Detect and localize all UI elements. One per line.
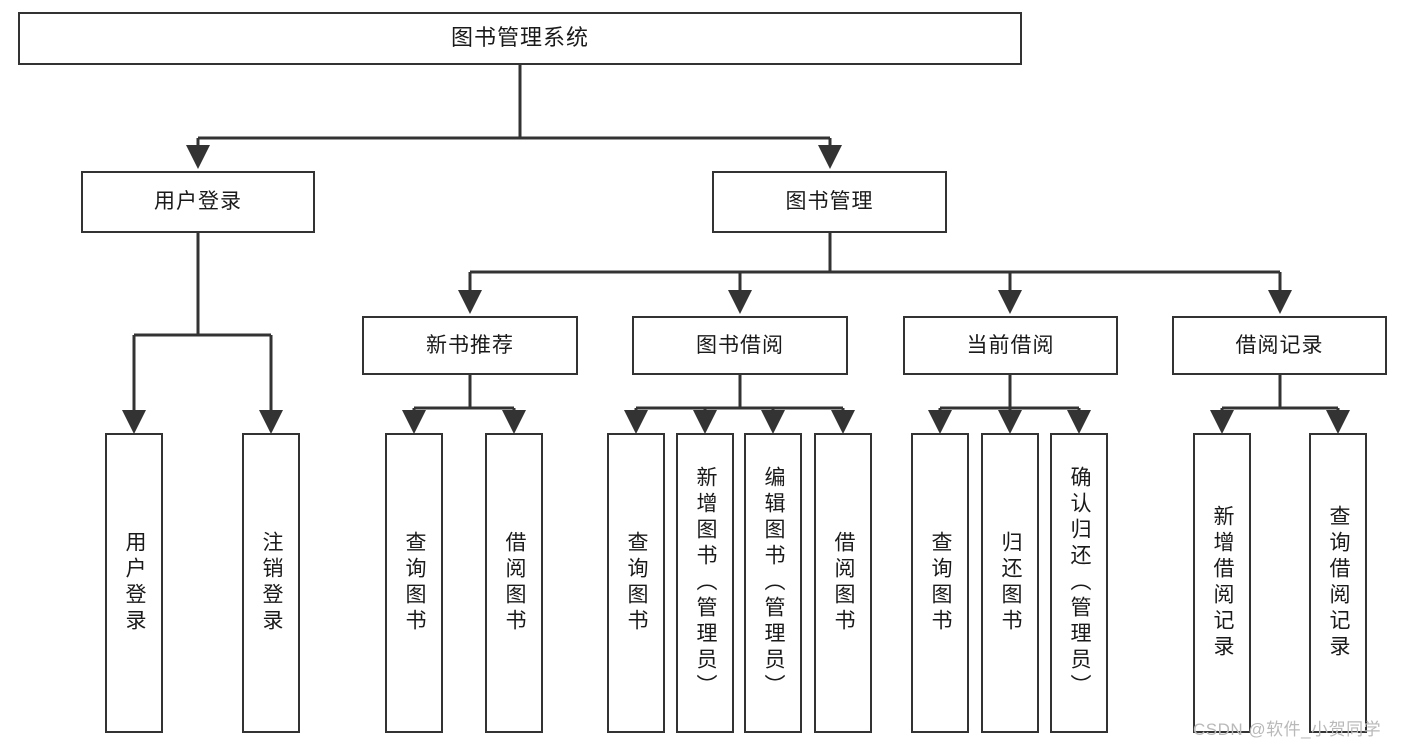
leaf-user-login-login[interactable]: 用户登录 <box>105 433 163 733</box>
node-book-borrow[interactable]: 图书借阅 <box>632 316 848 375</box>
leaf-current-borrow-query[interactable]: 查询图书 <box>911 433 969 733</box>
leaf-user-login-logout[interactable]: 注销登录 <box>242 433 300 733</box>
leaf-current-borrow-return[interactable]: 归还图书 <box>981 433 1039 733</box>
leaf-borrow-record-add[interactable]: 新增借阅记录 <box>1193 433 1251 733</box>
node-current-borrow[interactable]: 当前借阅 <box>903 316 1118 375</box>
leaf-new-book-borrow[interactable]: 借阅图书 <box>485 433 543 733</box>
leaf-new-book-query[interactable]: 查询图书 <box>385 433 443 733</box>
node-user-login[interactable]: 用户登录 <box>81 171 315 233</box>
node-book-management[interactable]: 图书管理 <box>712 171 947 233</box>
leaf-book-borrow-borrow[interactable]: 借阅图书 <box>814 433 872 733</box>
node-borrow-record[interactable]: 借阅记录 <box>1172 316 1387 375</box>
leaf-book-borrow-add-admin[interactable]: 新增图书（管理员） <box>676 433 734 733</box>
csdn-watermark: CSDN @软件_小贺同学 <box>1193 720 1382 739</box>
node-root-system[interactable]: 图书管理系统 <box>18 12 1022 65</box>
leaf-current-borrow-confirm-admin[interactable]: 确认归还（管理员） <box>1050 433 1108 733</box>
node-new-book-recommend[interactable]: 新书推荐 <box>362 316 578 375</box>
leaf-book-borrow-edit-admin[interactable]: 编辑图书（管理员） <box>744 433 802 733</box>
leaf-book-borrow-query[interactable]: 查询图书 <box>607 433 665 733</box>
leaf-borrow-record-query[interactable]: 查询借阅记录 <box>1309 433 1367 733</box>
